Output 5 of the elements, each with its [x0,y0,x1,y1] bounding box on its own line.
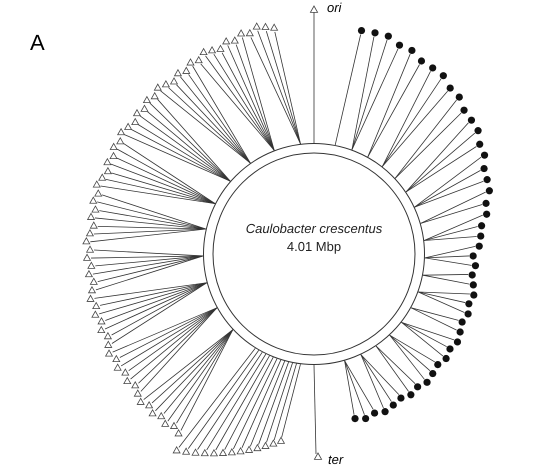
origin-label: ori [327,0,342,15]
organism-name: Caulobacter crescentus [244,221,384,236]
panel-label: A [30,30,45,56]
genome-size: 4.01 Mbp [286,239,342,254]
terminus-label: ter [328,452,344,467]
